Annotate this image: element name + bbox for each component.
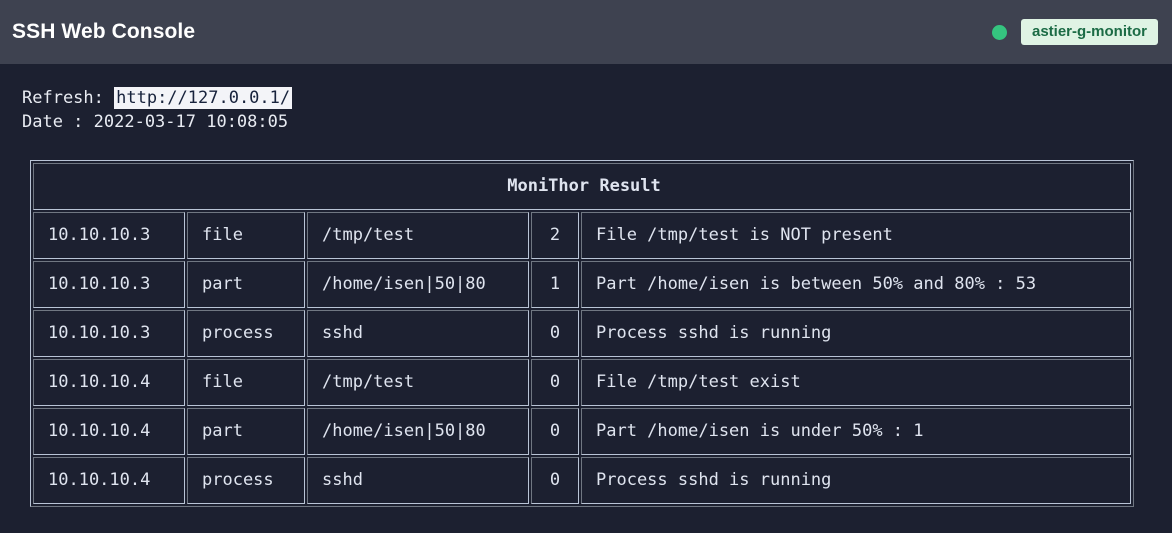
page-title: SSH Web Console bbox=[12, 20, 196, 43]
cell-code: 0 bbox=[531, 408, 579, 455]
cell-ip: 10.10.10.4 bbox=[33, 408, 185, 455]
app-header: SSH Web Console astier-g-monitor bbox=[0, 0, 1172, 64]
table-row: 10.10.10.3 process sshd 0 Process sshd i… bbox=[33, 310, 1131, 357]
table-row: 10.10.10.4 process sshd 0 Process sshd i… bbox=[33, 457, 1131, 504]
cell-message: File /tmp/test is NOT present bbox=[581, 212, 1131, 259]
cell-target: /home/isen|50|80 bbox=[307, 408, 529, 455]
table-row: 10.10.10.4 file /tmp/test 0 File /tmp/te… bbox=[33, 359, 1131, 406]
cell-type: part bbox=[187, 261, 305, 308]
cell-message: Process sshd is running bbox=[581, 310, 1131, 357]
cell-code: 2 bbox=[531, 212, 579, 259]
cell-target: /tmp/test bbox=[307, 359, 529, 406]
cell-message: File /tmp/test exist bbox=[581, 359, 1131, 406]
table-row: 10.10.10.3 file /tmp/test 2 File /tmp/te… bbox=[33, 212, 1131, 259]
monithor-table-wrapper: MoniThor Result 10.10.10.3 file /tmp/tes… bbox=[0, 134, 1172, 507]
cell-target: sshd bbox=[307, 310, 529, 357]
cell-target: sshd bbox=[307, 457, 529, 504]
cell-ip: 10.10.10.3 bbox=[33, 212, 185, 259]
cell-code: 0 bbox=[531, 457, 579, 504]
cell-code: 1 bbox=[531, 261, 579, 308]
cell-type: process bbox=[187, 310, 305, 357]
info-block: Refresh: http://127.0.0.1/ Date : 2022-0… bbox=[0, 64, 1172, 134]
refresh-label: Refresh: bbox=[22, 88, 115, 108]
cell-ip: 10.10.10.3 bbox=[33, 261, 185, 308]
status-badge[interactable]: astier-g-monitor bbox=[1020, 19, 1158, 45]
cell-ip: 10.10.10.4 bbox=[33, 457, 185, 504]
cell-target: /home/isen|50|80 bbox=[307, 261, 529, 308]
table-row: 10.10.10.4 part /home/isen|50|80 0 Part … bbox=[33, 408, 1131, 455]
cell-type: process bbox=[187, 457, 305, 504]
monithor-table: MoniThor Result 10.10.10.3 file /tmp/tes… bbox=[30, 160, 1134, 507]
cell-type: file bbox=[187, 212, 305, 259]
monithor-table-body: MoniThor Result 10.10.10.3 file /tmp/tes… bbox=[33, 163, 1131, 504]
cell-message: Process sshd is running bbox=[581, 457, 1131, 504]
cell-message: Part /home/isen is under 50% : 1 bbox=[581, 408, 1131, 455]
cell-message: Part /home/isen is between 50% and 80% :… bbox=[581, 261, 1131, 308]
cell-ip: 10.10.10.3 bbox=[33, 310, 185, 357]
cell-code: 0 bbox=[531, 359, 579, 406]
cell-target: /tmp/test bbox=[307, 212, 529, 259]
cell-type: part bbox=[187, 408, 305, 455]
table-row: 10.10.10.3 part /home/isen|50|80 1 Part … bbox=[33, 261, 1131, 308]
cell-ip: 10.10.10.4 bbox=[33, 359, 185, 406]
cell-type: file bbox=[187, 359, 305, 406]
refresh-line: Refresh: http://127.0.0.1/ bbox=[22, 86, 1172, 110]
status-dot-icon bbox=[991, 24, 1007, 40]
status-area: astier-g-monitor bbox=[991, 19, 1158, 45]
refresh-url-link[interactable]: http://127.0.0.1/ bbox=[114, 87, 293, 109]
date-line: Date : 2022-03-17 10:08:05 bbox=[22, 112, 289, 132]
table-caption-row: MoniThor Result bbox=[33, 163, 1131, 210]
table-caption: MoniThor Result bbox=[33, 163, 1131, 210]
cell-code: 0 bbox=[531, 310, 579, 357]
